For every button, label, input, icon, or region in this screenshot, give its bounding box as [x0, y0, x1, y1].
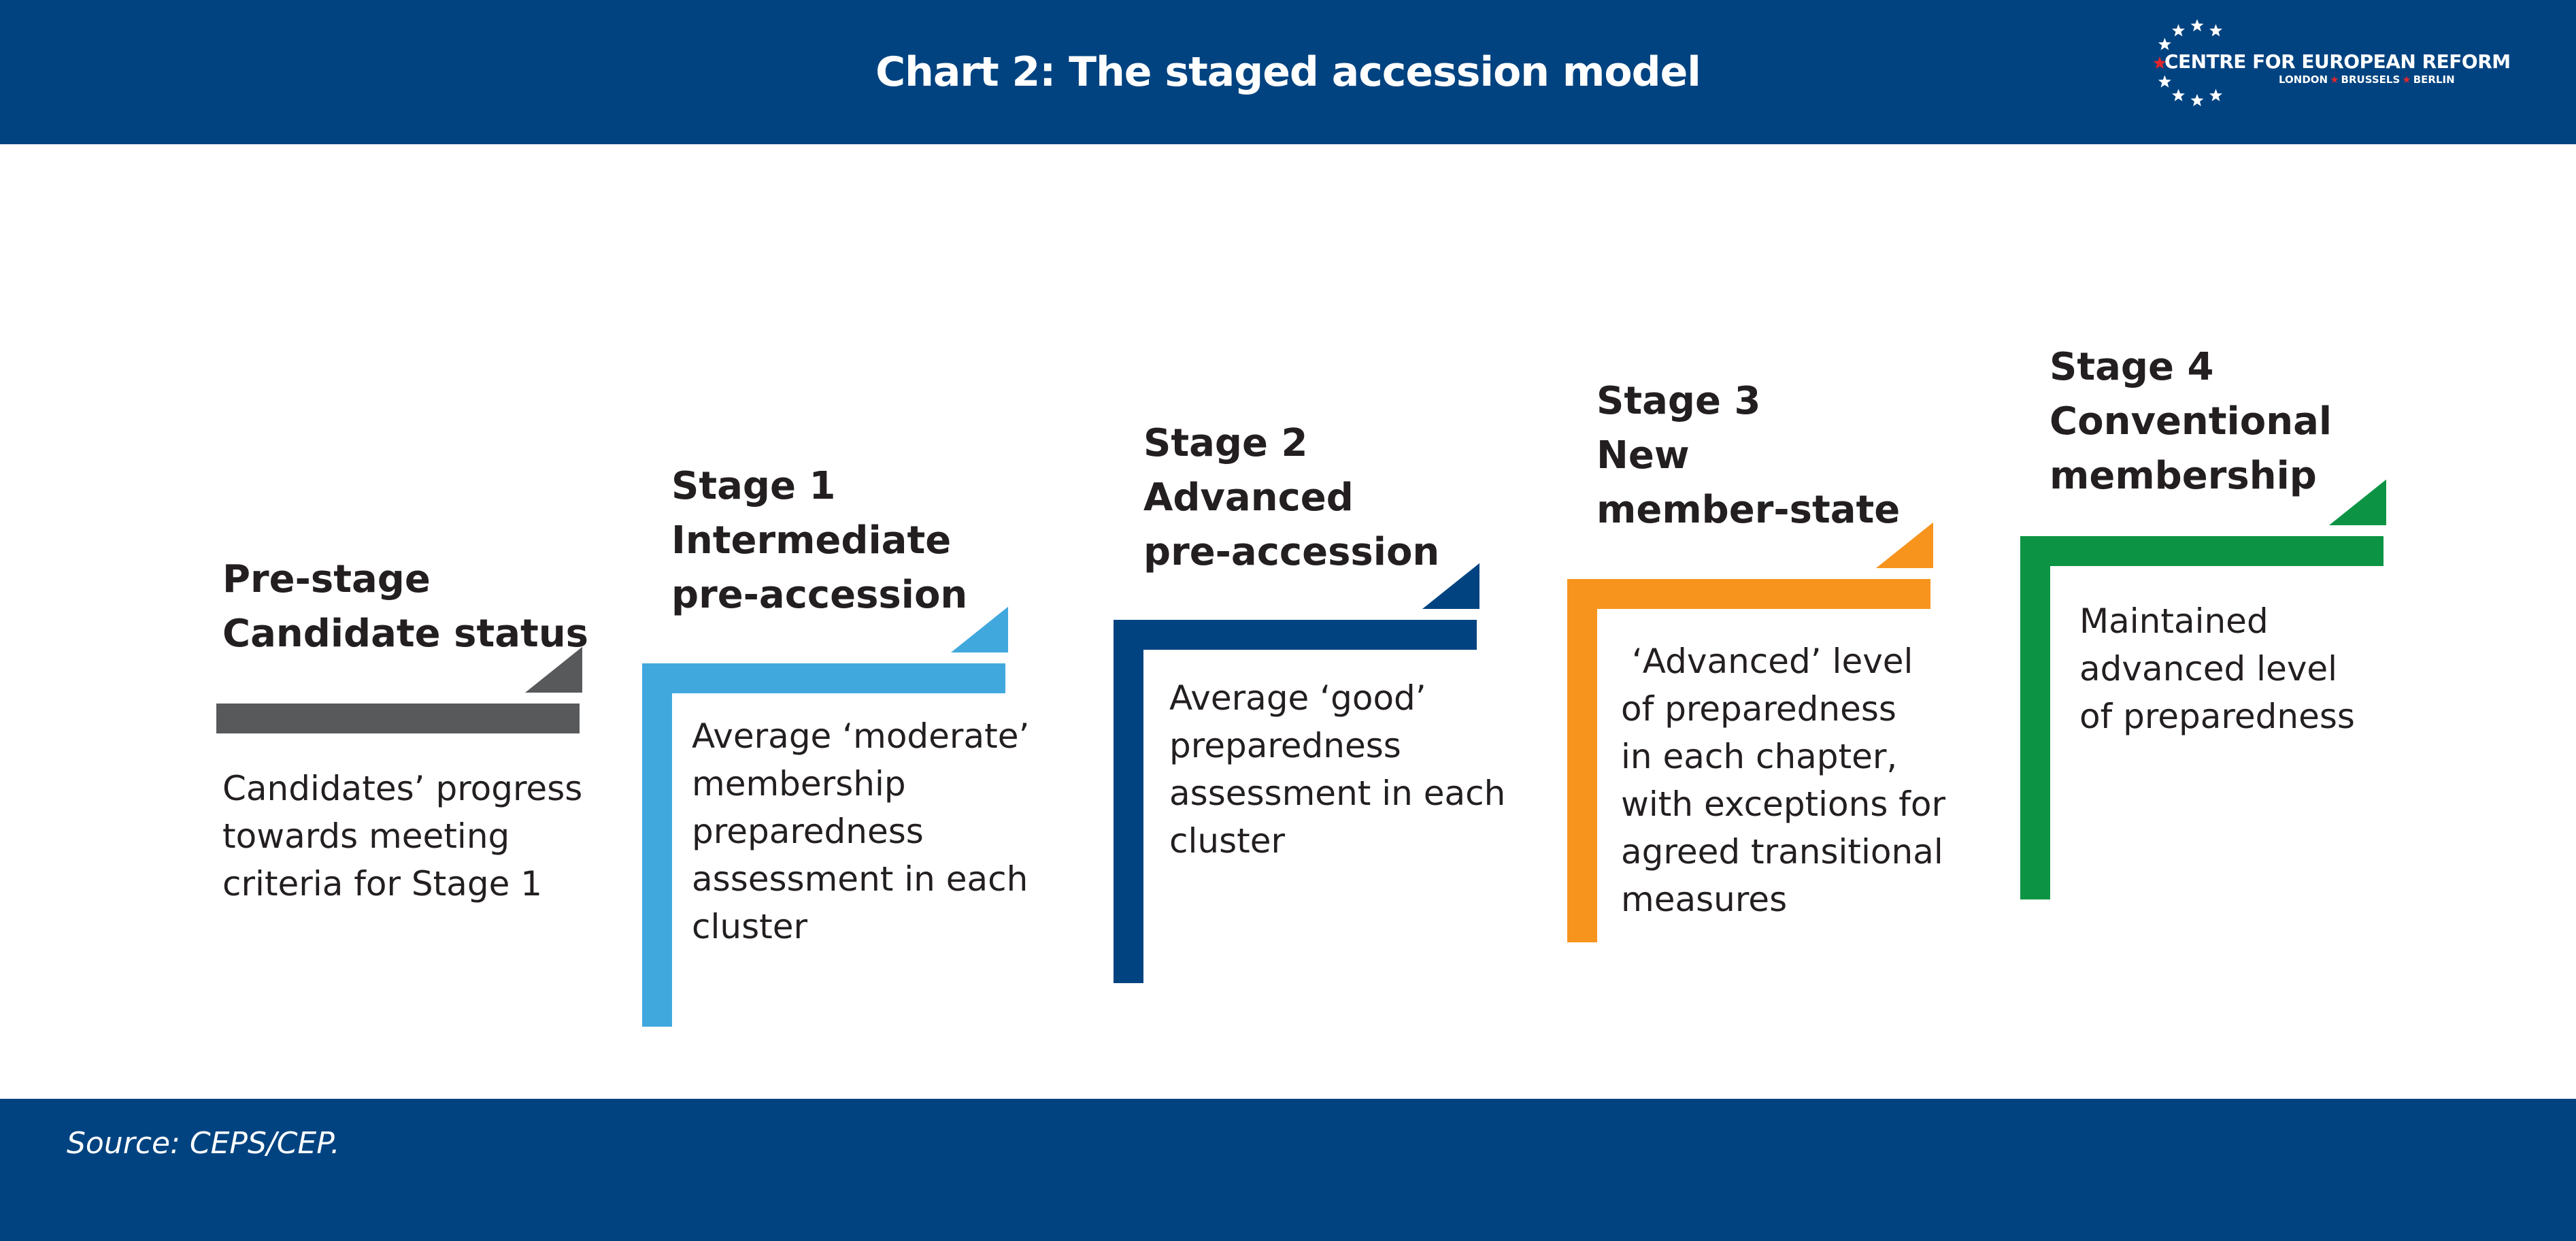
logo-star-icon [2171, 88, 2186, 101]
stage-description-line: advanced level [2079, 649, 2338, 689]
stage-1-step-riser [642, 663, 672, 1027]
stage-description-line: Maintained [2079, 601, 2269, 641]
stage-description-line: preparedness [1169, 726, 1401, 765]
stage-title-line: membership [2050, 454, 2317, 498]
logo-star-icon [2171, 24, 2186, 37]
logo-name: CENTRE FOR EUROPEAN REFORM [2164, 50, 2511, 73]
stage-description-line: cluster [692, 907, 808, 946]
stage-3-step-bar [1567, 579, 1930, 609]
stage-4-arrow-icon [2329, 479, 2386, 525]
stage-4-description: Maintained advanced level of preparedness [2079, 597, 2355, 740]
logo-star-icon [2158, 75, 2171, 88]
stage-description-line: Average ‘moderate’ [692, 716, 1030, 756]
stage-1-arrow-icon [951, 606, 1008, 652]
stage-title-line: pre-accession [1143, 530, 1440, 574]
stage-description-line: measures [1621, 880, 1788, 919]
stage-description-line: criteria for Stage 1 [222, 864, 543, 904]
stage-3-title: Stage 3 New member-state [1596, 374, 1900, 537]
source-note: Source: CEPS/CEP. [67, 1126, 340, 1161]
footer-bar [0, 1099, 2576, 1241]
stage-title-line: member-state [1596, 488, 1901, 532]
logo-star-icon [2190, 19, 2204, 32]
stage-description-line: with exceptions for [1621, 784, 1946, 824]
stage-description-line: ‘Advanced’ level [1621, 642, 1913, 681]
stage-description-line: in each chapter, [1621, 737, 1898, 776]
logo-star-icon [2190, 94, 2204, 107]
logo-star-icon [2209, 24, 2223, 37]
stage-3-description: ‘Advanced’ level of preparedness in each c… [1621, 638, 1945, 923]
stage-description-line: assessment in each [692, 859, 1028, 899]
chart-title: Chart 2: The staged accession model [875, 48, 1701, 96]
stage-title-line: Stage 4 [2050, 345, 2214, 389]
stage-description-line: of preparedness [2079, 697, 2355, 736]
logo-separator-icon: ★ [2330, 73, 2339, 86]
stage-title-line: Intermediate [671, 518, 952, 563]
stage-0-arrow-icon [525, 646, 582, 693]
stage-0-description: Candidates’ progress towards meeting crite… [222, 765, 582, 908]
stage-description-line: preparedness [692, 812, 924, 851]
stage-title-line: Stage 1 [671, 464, 836, 508]
stage-description-line: assessment in each [1169, 774, 1506, 813]
stage-3-arrow-icon [1876, 522, 1933, 568]
stage-3-step-riser [1567, 579, 1597, 942]
stage-description-line: Average ‘good’ [1169, 678, 1426, 718]
stage-description-line: Candidates’ progress [222, 769, 583, 808]
stage-0-step-bar [216, 704, 580, 733]
stage-description-line: of preparedness [1621, 689, 1896, 729]
stage-description-line: agreed transitional [1621, 832, 1943, 872]
stage-title-line: Advanced [1143, 476, 1354, 520]
logo-star-icon [2209, 88, 2223, 101]
stage-title-line: Stage 3 [1596, 379, 1761, 423]
logo-star-icon [2153, 56, 2167, 69]
stage-2-step-riser [1114, 620, 1143, 983]
logo-city-london: LONDON [2279, 73, 2328, 86]
logo-cities: LONDON★BRUSSELS★BERLIN [2279, 73, 2455, 86]
stage-title-line: pre-accession [671, 573, 968, 617]
stage-title-line: Candidate status [222, 612, 589, 656]
stage-2-description: Average ‘good’ preparedness assessment in … [1169, 674, 1505, 865]
header-bar [0, 0, 2576, 144]
stage-2-arrow-icon [1422, 563, 1479, 609]
stage-1-step-bar [642, 663, 1005, 693]
logo-city-berlin: BERLIN [2413, 73, 2455, 86]
logo-separator-icon: ★ [2402, 73, 2411, 86]
stage-2-title: Stage 2 Advanced pre-accession [1143, 416, 1439, 580]
stage-1-description: Average ‘moderate’ membership preparedness… [692, 712, 1029, 950]
stage-4-step-bar [2020, 536, 2383, 566]
stage-description-line: towards meeting [222, 816, 510, 856]
stage-1-title: Stage 1 Intermediate pre-accession [671, 459, 967, 623]
stage-2-step-bar [1114, 620, 1477, 650]
logo-city-brussels: BRUSSELS [2341, 73, 2401, 86]
stage-title-line: Conventional [2050, 399, 2332, 444]
stage-title-line: Pre-stage [222, 557, 431, 601]
stage-title-line: Stage 2 [1143, 421, 1308, 465]
stage-4-title: Stage 4 Conventional membership [2050, 340, 2332, 503]
stage-description-line: cluster [1169, 821, 1286, 861]
stage-description-line: membership [692, 764, 906, 804]
stage-title-line: New [1596, 433, 1690, 478]
logo-star-icon [2158, 37, 2171, 50]
cer-logo-stars-icon [2153, 19, 2223, 107]
stage-4-step-riser [2020, 536, 2050, 899]
